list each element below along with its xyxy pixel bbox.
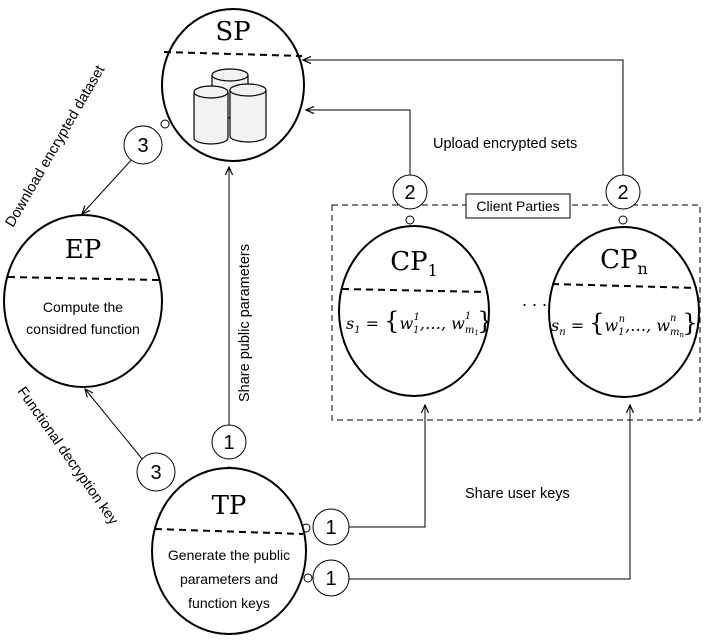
port-cpn-top	[618, 215, 628, 225]
edge-label-func-key: Functional decryption key	[14, 384, 122, 528]
step-number: 1	[325, 568, 336, 590]
step-number: 2	[617, 182, 628, 204]
node-description-line: Generate the public	[168, 547, 290, 563]
ellipsis: . . .	[522, 290, 547, 310]
edge-label-share-params: Share public parameters	[237, 244, 253, 402]
step-badge-sp-ep: 3	[123, 125, 163, 165]
step-number: 1	[223, 432, 234, 454]
node-ep: EP Compute the considred function	[3, 214, 163, 388]
edge-label-upload: Upload encrypted sets	[433, 136, 577, 152]
node-title: CPn	[600, 245, 648, 278]
set-formula: sn = {w1n,…, wmnn}	[551, 309, 698, 339]
client-parties-label-box: Client Parties	[465, 193, 571, 219]
step-number: 3	[137, 135, 148, 157]
step-badge-tp-cpn: 1	[312, 559, 350, 597]
step-badge-tp-sp: 1	[211, 424, 247, 460]
database-icon	[193, 68, 267, 145]
node-description-line: parameters and	[180, 571, 278, 587]
step-number: 3	[150, 462, 161, 484]
edge-label-share-keys: Share user keys	[465, 486, 570, 502]
edge-tp-cp1	[349, 405, 425, 528]
node-title: TP	[212, 491, 247, 521]
edge-tp-ep	[85, 389, 144, 461]
set-formula: s1 = {w11,…, wm11}	[346, 307, 492, 337]
step-badge-tp-cp1: 1	[312, 508, 350, 546]
step-badge-cpn-sp: 2	[605, 174, 641, 210]
step-number: 1	[325, 517, 336, 539]
port-sp-left	[160, 119, 170, 129]
node-description-line: Compute the	[43, 299, 123, 315]
step-number: 2	[404, 182, 415, 204]
node-cp1: CP1 s1 = {w11,…, wm11}	[338, 225, 492, 397]
port-tp-right2	[303, 573, 313, 583]
edge-cpn-sp	[303, 60, 624, 176]
step-badge-tp-ep: 3	[136, 452, 176, 492]
step-badge-cp1-sp: 2	[392, 174, 428, 210]
node-description-line: function keys	[188, 595, 270, 611]
node-description-line: considred function	[26, 321, 140, 337]
node-title: EP	[65, 235, 101, 265]
edge-label-download: Download encrypted dataset	[3, 63, 109, 230]
edge-cp1-sp	[306, 110, 411, 176]
node-sp: SP	[161, 8, 305, 162]
client-parties-label: Client Parties	[476, 198, 559, 214]
node-cpn: CPn sn = {w1n,…, wmnn}	[548, 226, 700, 398]
node-title: SP	[215, 17, 250, 47]
node-title: CP1	[390, 247, 438, 280]
port-cp1-top	[405, 215, 415, 225]
node-tp: TP Generate the public parameters and fu…	[151, 467, 307, 635]
edge-sp-ep	[82, 156, 135, 214]
edge-tp-cpn	[349, 405, 630, 580]
